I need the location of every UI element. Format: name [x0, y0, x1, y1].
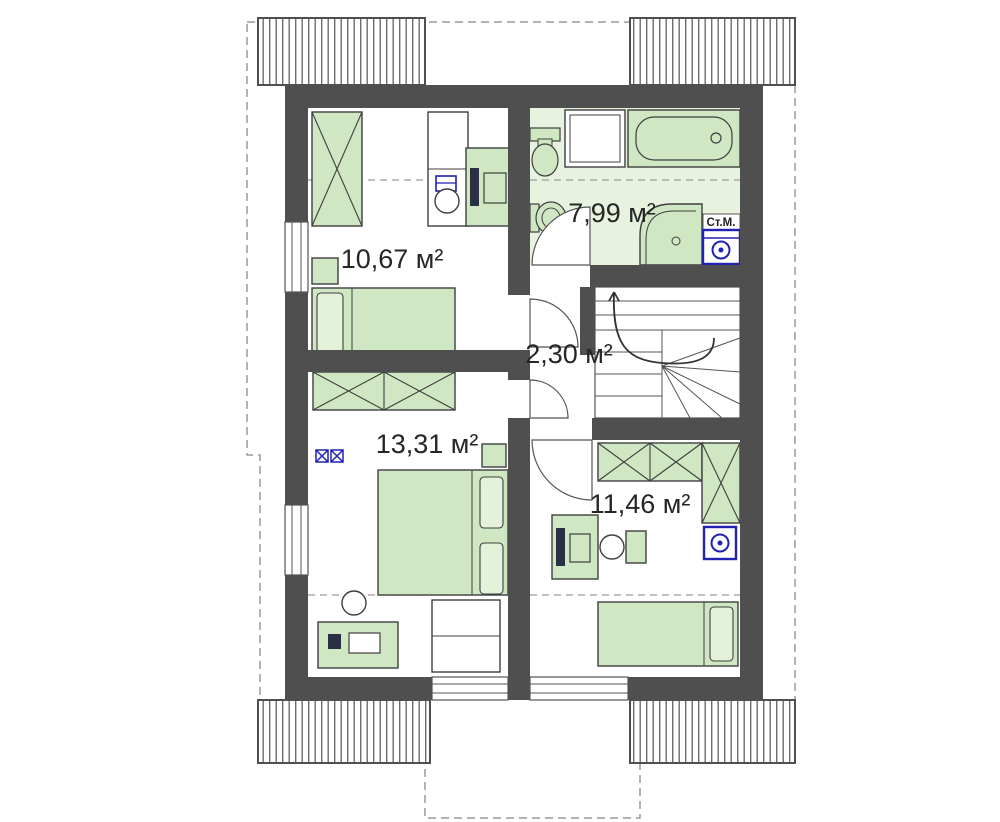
- stair-walking-line: [612, 291, 715, 365]
- wall-right: [740, 85, 763, 700]
- corner-shower-inner: [645, 210, 696, 265]
- socket-icons: [315, 449, 344, 463]
- window-bottom-right: [529, 676, 629, 701]
- washing-machine-dot: [718, 247, 724, 253]
- door-swing-bedroom-lower-left: [529, 379, 569, 419]
- bedroom-lower-right-furniture: [551, 442, 741, 667]
- door-swing-bathroom: [531, 206, 591, 266]
- wall-bathroom-bottom: [590, 265, 763, 287]
- window-frame: [529, 676, 629, 701]
- knee-wall-dashed-lines: [308, 179, 740, 596]
- wall-left-3: [285, 575, 308, 700]
- wall-bottom-2: [628, 677, 763, 700]
- room-label-bathroom: 7,99 м²: [568, 198, 656, 228]
- dormer-top-right: [629, 17, 796, 86]
- bathtub-basin: [635, 116, 733, 161]
- keyboard-icon: [483, 172, 507, 204]
- bedroom-upper-left-furniture: [311, 111, 511, 359]
- wall-left-1: [285, 85, 308, 222]
- computer-monitor-icon: [556, 528, 565, 566]
- wall-bottom-pier: [508, 677, 530, 700]
- wall-interior-vertical-lower: [508, 418, 530, 677]
- corner-shower-drain: [671, 236, 681, 246]
- wall-below-stairs: [592, 418, 763, 440]
- window-frame: [284, 504, 309, 576]
- room-label-hallway: 2,30 м²: [525, 339, 613, 369]
- wall-top: [285, 85, 763, 108]
- chair: [599, 534, 625, 560]
- window-frame: [284, 221, 309, 293]
- bed-pillow: [316, 292, 344, 354]
- wall-left-2: [285, 292, 308, 505]
- door-swing-bedroom-lower-right: [531, 439, 593, 501]
- dormer-top-left: [257, 17, 426, 86]
- shower-cabinet: [564, 109, 626, 168]
- windows: [284, 221, 629, 701]
- wall-between-left-rooms: [285, 350, 530, 372]
- laptop-icon: [348, 632, 381, 654]
- wardrobe-cross: [312, 371, 456, 411]
- doors: [529, 206, 593, 501]
- stair-treads-upper: [595, 300, 740, 331]
- room-label-bedroom-upper-left: 10,67 м²: [341, 244, 444, 274]
- staircase: [594, 286, 741, 419]
- nightstand: [481, 443, 507, 468]
- bed-pillow: [479, 542, 504, 595]
- stair-walking-line-arrow: [608, 291, 620, 302]
- wardrobe-vertical-cross: [701, 442, 741, 524]
- washing-machine-label: Ст.М.: [707, 217, 736, 229]
- wall-bottom-1: [285, 677, 432, 700]
- keyboard-icon: [569, 533, 591, 563]
- window-glass-lines: [432, 683, 508, 694]
- bed-pillow: [479, 476, 504, 529]
- bed-pillow: [709, 606, 734, 662]
- dormer-bottom-right: [629, 699, 796, 764]
- bedroom-lower-left-furniture: [312, 371, 509, 673]
- window-left-lower: [284, 504, 309, 576]
- desk-lamp-icon: [328, 634, 341, 649]
- window-bottom-left: [431, 676, 509, 701]
- nightstand: [311, 257, 339, 285]
- shower-cabinet-inner: [569, 114, 621, 163]
- appliance-drum: [710, 533, 730, 553]
- wardrobe-cross: [311, 111, 363, 227]
- computer-monitor-icon: [470, 168, 479, 206]
- room-labels: 10,67 м² 7,99 м² 2,30 м² 13,31 м² 11,46 …: [341, 198, 736, 519]
- chair: [434, 188, 460, 214]
- wall-interior-vertical-upper: [508, 108, 530, 295]
- walls: [285, 85, 763, 700]
- window-left-upper: [284, 221, 309, 293]
- window-glass-lines: [530, 683, 628, 694]
- washing-machine-drum: [711, 240, 731, 260]
- wardrobe-horizontal-cross: [597, 442, 703, 482]
- stair-winder-fan: [661, 337, 741, 419]
- window-frame: [431, 676, 509, 701]
- wall-stair-left: [580, 287, 595, 355]
- toilet: [529, 127, 561, 177]
- washing-machine: [701, 213, 742, 266]
- side-table: [625, 530, 647, 564]
- corner-shower: [639, 203, 703, 266]
- appliance-icon: [702, 525, 738, 561]
- corner-shower-tray: [639, 203, 703, 266]
- dormer-bottom-left: [257, 699, 431, 764]
- toilet-bowl: [531, 143, 559, 177]
- window-glass-lines: [291, 505, 302, 575]
- bathtub: [627, 109, 741, 168]
- door-swing-bedroom-upper-left: [529, 298, 579, 348]
- appliance-dot: [717, 540, 723, 546]
- bathtub-drain: [710, 132, 722, 144]
- chair: [341, 590, 367, 616]
- room-label-bedroom-lower-left: 13,31 м²: [376, 429, 479, 459]
- window-glass-lines: [291, 222, 302, 292]
- room-label-bedroom-lower-right: 11,46 м²: [590, 489, 691, 519]
